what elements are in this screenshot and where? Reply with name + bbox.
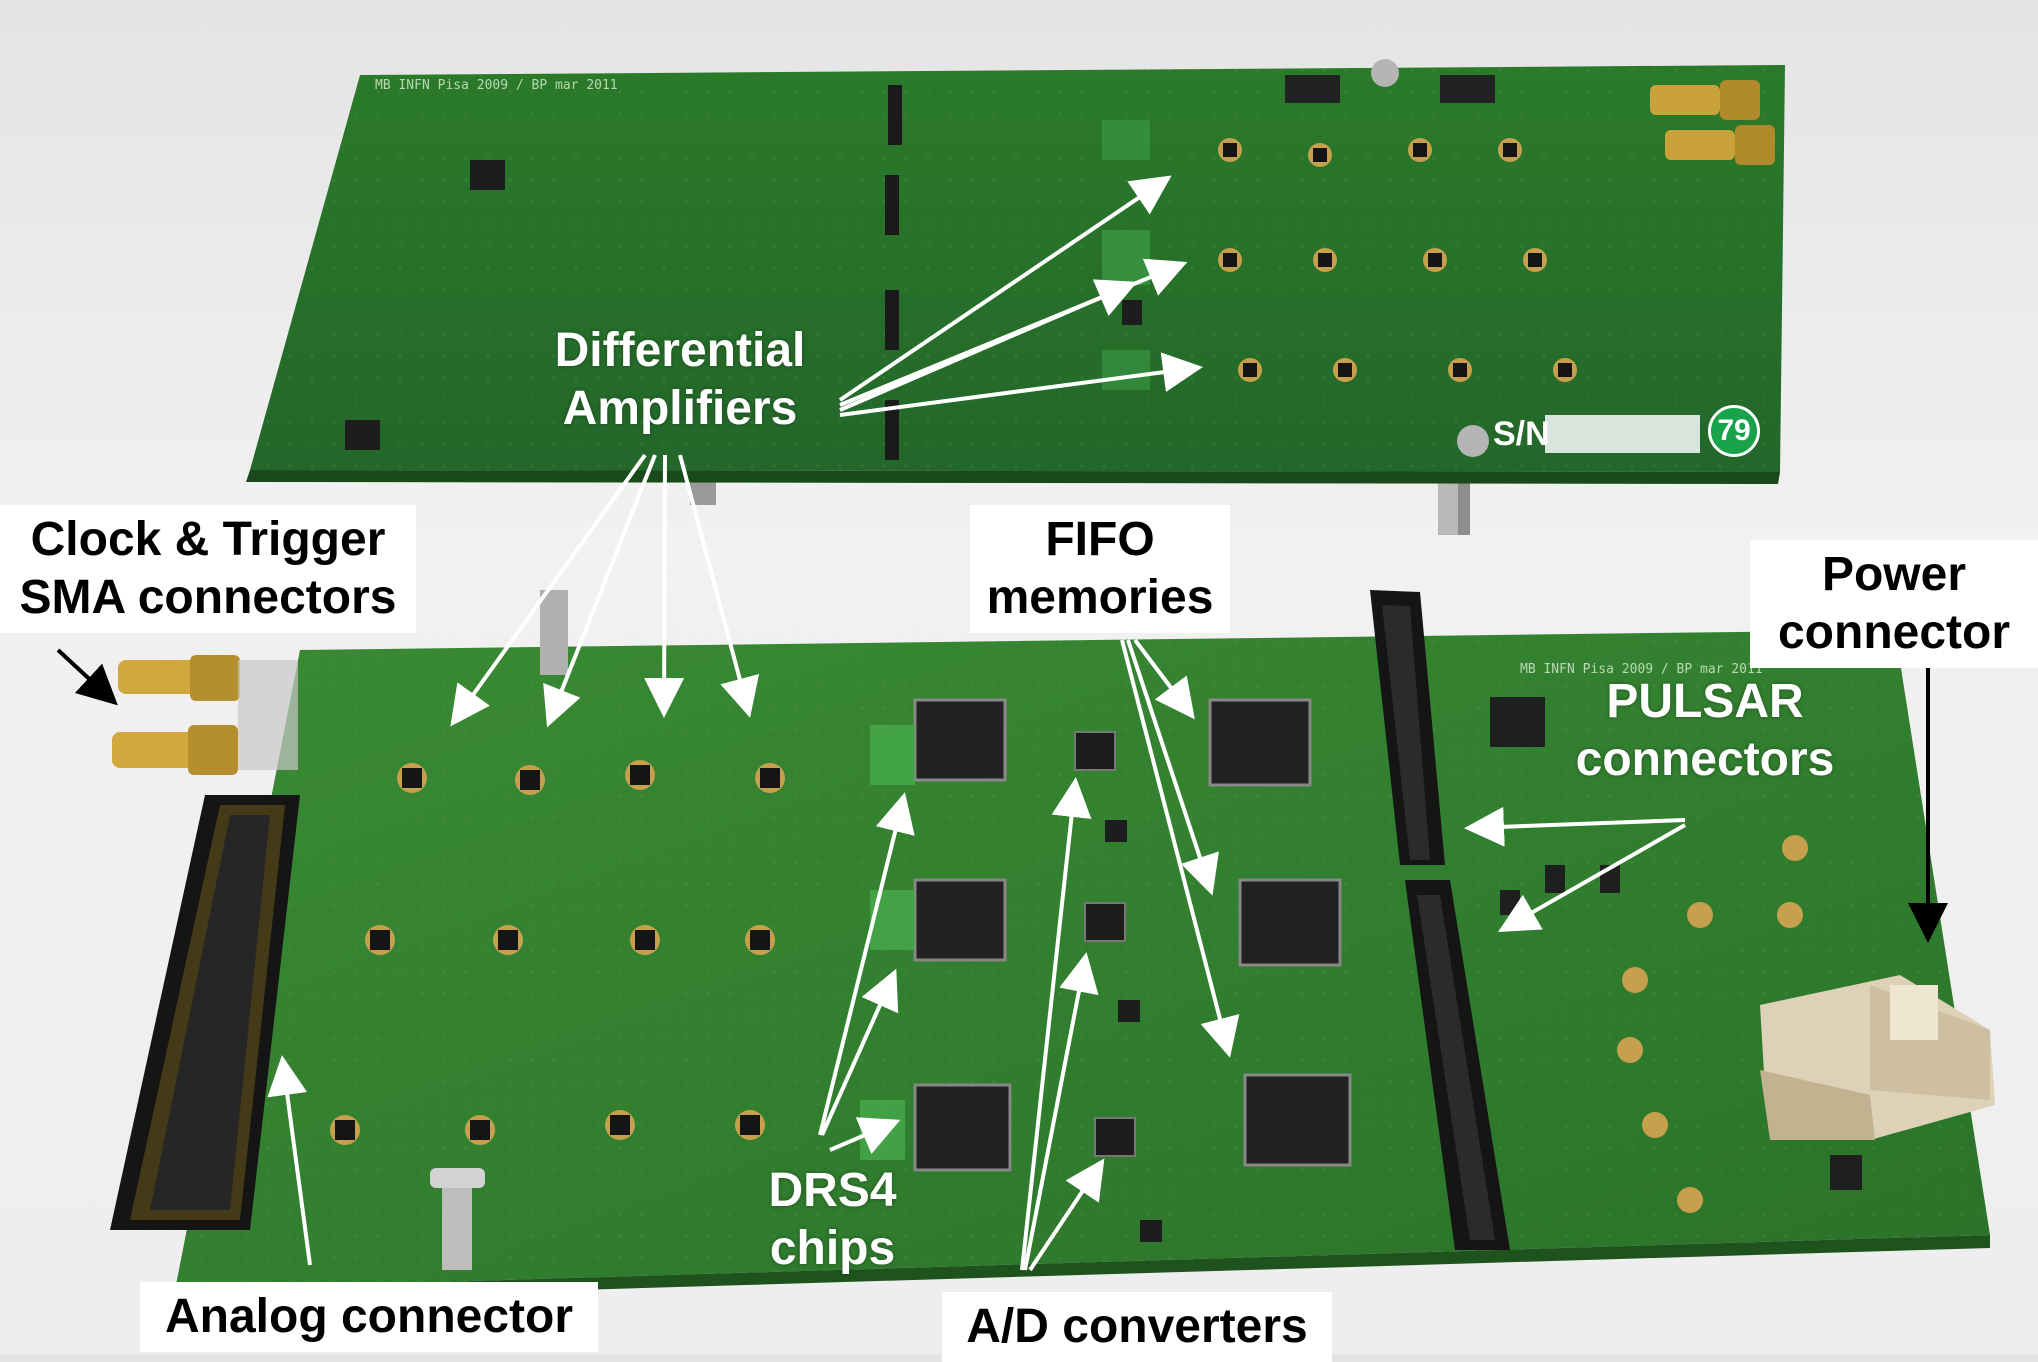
label-clock-trigger: Clock & Trigger SMA connectors [0,505,416,633]
label-line: chips [769,1222,896,1275]
bottom-silkscreen-text: MB INFN Pisa 2009 / BP mar 2011 [1520,662,1763,677]
label-line: Differential [554,324,806,377]
label-analog-connector: Analog connector [140,1282,598,1352]
label-fifo-memories: FIFO memories [970,505,1230,633]
label-line: PULSAR [1606,675,1804,728]
label-line: connectors [1575,733,1835,786]
adc-chips [1074,731,1162,1242]
label-pulsar-connectors: PULSAR connectors [1555,673,1855,789]
top-silkscreen-text: MB INFN Pisa 2009 / BP mar 2011 [375,78,618,93]
pulsar-connectors-part [1370,590,1510,1250]
top-board-components [345,75,1577,460]
label-line: Power [1821,548,1967,601]
label-differential-amplifiers: Differential Amplifiers [530,322,830,438]
serial-number-label: S/N [1493,415,1550,453]
top-sma-connectors [1650,80,1775,165]
label-line: SMA connectors [19,571,397,624]
bottom-amplifier-clusters [330,760,785,1145]
serial-box [1545,415,1700,453]
label-line: Amplifiers [562,382,798,435]
power-connector-part [1760,975,1995,1140]
label-power-connector: Power connector [1750,540,2038,668]
label-line: memories [986,571,1214,624]
label-line: DRS4 [768,1164,897,1217]
label-drs4-chips: DRS4 chips [740,1162,925,1278]
label-ad-converters: A/D converters [942,1292,1332,1362]
label-line: Clock & Trigger [30,513,386,566]
fifo-chips [1208,698,1352,1167]
analog-connector-part [110,795,300,1230]
serial-sticker: 79 [1708,405,1760,457]
bottom-sma-connectors [112,655,298,775]
label-line: connector [1777,606,2011,659]
label-line: FIFO [1045,513,1155,566]
annotation-arrows [267,175,1686,1272]
